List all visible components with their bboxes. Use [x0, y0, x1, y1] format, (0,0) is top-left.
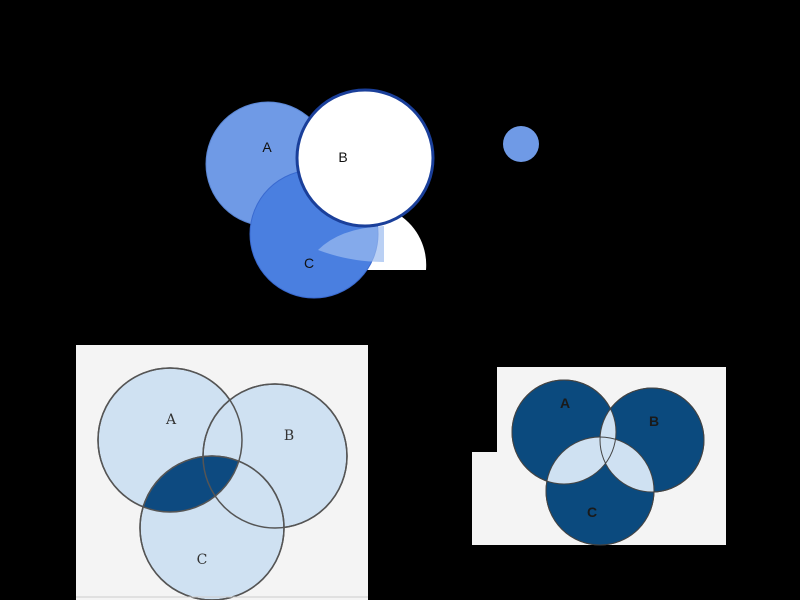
panel-background-extension: [472, 452, 502, 545]
intersection-a-c: [140, 456, 242, 512]
label-b: B: [338, 149, 347, 165]
label-c: C: [197, 552, 208, 568]
outline-a: [511, 379, 617, 485]
label-b: B: [649, 413, 659, 429]
label-c: C: [304, 255, 314, 271]
label-c: C: [587, 504, 597, 520]
venn-diagram-left: A B C: [76, 345, 368, 600]
outline-c: [545, 436, 655, 546]
c-highlight: [318, 226, 384, 262]
venn-diagram-top: A B C: [205, 88, 539, 299]
label-a: A: [262, 139, 272, 155]
outline-b: [599, 387, 705, 493]
outline-c: [139, 455, 285, 600]
label-a: A: [165, 412, 177, 428]
outline-a: [97, 367, 243, 513]
intersection-a-c: [546, 437, 616, 484]
venn-diagram-right: A B C: [472, 367, 726, 546]
small-dot: [503, 126, 539, 162]
intersection-b-c: [600, 437, 654, 492]
label-a: A: [560, 395, 570, 411]
circle-b: [295, 88, 435, 228]
label-b: B: [284, 428, 294, 444]
